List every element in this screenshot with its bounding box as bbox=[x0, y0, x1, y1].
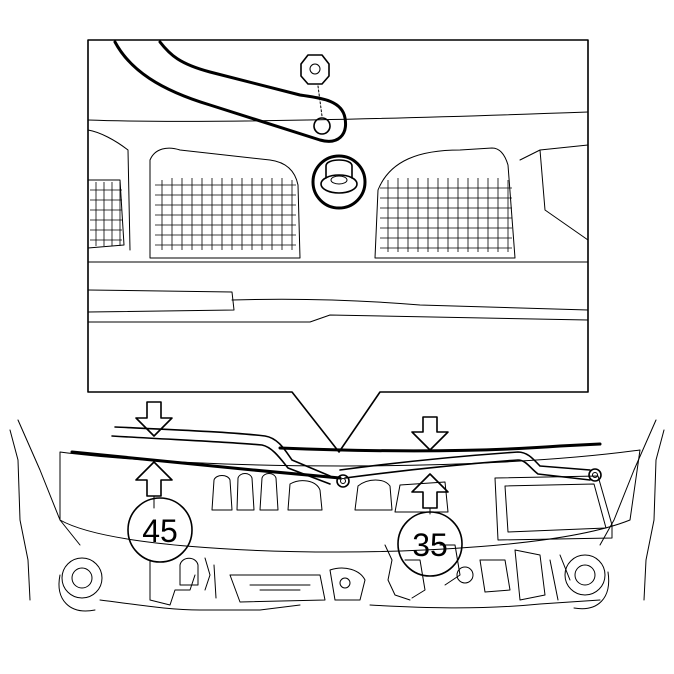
right-wiper-blade bbox=[278, 442, 602, 453]
detail-inset bbox=[87, 39, 589, 453]
left-wiper-arm-upper bbox=[114, 426, 331, 477]
right-down-arrow bbox=[411, 416, 449, 451]
left-fender-inner bbox=[17, 419, 81, 546]
right-measurement-label: 35 bbox=[412, 527, 448, 563]
left-measurement-circle bbox=[127, 497, 193, 563]
right-access-cover bbox=[494, 475, 613, 541]
pivot-stud bbox=[325, 159, 353, 179]
right-wiper-arm-lower bbox=[344, 459, 591, 481]
right-vent-outline bbox=[374, 147, 516, 259]
far-left-vent-grille bbox=[90, 182, 122, 246]
windshield-step bbox=[87, 314, 589, 323]
engine-bay-view bbox=[9, 419, 665, 612]
right-fender-inner bbox=[599, 419, 657, 546]
engine-components bbox=[99, 544, 601, 611]
far-left-vent-outline bbox=[87, 179, 125, 249]
arm-bolt-hole bbox=[313, 117, 331, 135]
left-strut-tower bbox=[58, 557, 103, 612]
right-strut-tower bbox=[564, 554, 610, 610]
right-access-cover-inner bbox=[504, 483, 607, 533]
inset-frame bbox=[87, 39, 589, 453]
left-vent-grille bbox=[155, 178, 296, 250]
right-up-arrow bbox=[411, 473, 449, 509]
left-wiper-blade bbox=[70, 450, 342, 480]
pivot-thread bbox=[330, 175, 348, 185]
pivot-highlight-circle bbox=[311, 154, 367, 210]
right-pivot bbox=[588, 468, 602, 482]
left-fender bbox=[9, 429, 31, 601]
inset-wiper-arm bbox=[113, 40, 348, 143]
left-measurement-callout: 45 bbox=[127, 401, 193, 563]
left-pivot-center bbox=[340, 478, 346, 484]
wiper-arm-nut bbox=[300, 54, 330, 85]
right-measurement-circle bbox=[397, 511, 463, 577]
left-vent-outline bbox=[149, 147, 301, 259]
cowl-inner-edge bbox=[87, 129, 131, 251]
windshield-seal-edge bbox=[87, 289, 235, 313]
right-vent-grille bbox=[380, 178, 512, 252]
pivot-base bbox=[320, 174, 358, 194]
left-wiper-arm-lower bbox=[111, 435, 331, 485]
right-fender bbox=[643, 429, 665, 601]
left-up-arrow bbox=[135, 461, 173, 497]
windshield-lower-edge bbox=[231, 298, 589, 311]
right-pivot-center bbox=[592, 472, 598, 478]
right-wiper-arm-upper bbox=[339, 451, 591, 471]
nut-thread bbox=[309, 63, 321, 75]
left-pivot bbox=[336, 474, 350, 488]
left-measurement-label: 45 bbox=[142, 513, 178, 549]
cowl-top-edge bbox=[87, 111, 589, 122]
left-down-arrow bbox=[135, 401, 173, 437]
right-measurement-callout: 35 bbox=[397, 416, 463, 577]
inset-fender-edge bbox=[519, 144, 589, 241]
nut-alignment-line bbox=[317, 85, 323, 117]
